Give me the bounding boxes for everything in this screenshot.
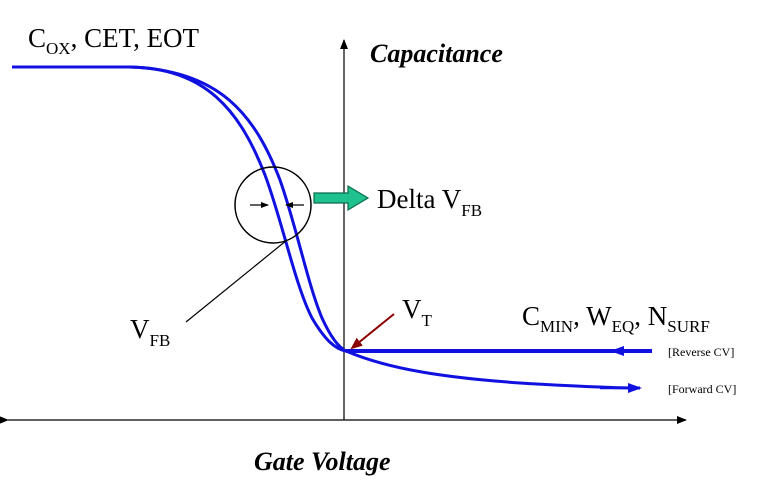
forward-cv-label: [Forward CV]	[668, 382, 736, 396]
delta-vfb-circle	[234, 166, 312, 244]
y-axis-label: Capacitance	[370, 39, 503, 68]
cv-curve-forward	[12, 65, 641, 390]
x-axis-label: Gate Voltage	[254, 447, 391, 476]
cmin-label: CMIN, WEQ, NSURF	[522, 301, 710, 336]
vfb-pointer-line	[185, 239, 288, 323]
vt-label: VT	[402, 294, 433, 330]
cox-label: COX, CET, EOT	[28, 23, 200, 58]
vt-arrow	[350, 313, 395, 350]
delta-vfb-label: Delta VFB	[377, 184, 482, 220]
vfb-label: VFB	[130, 314, 170, 350]
delta-vfb-arrow	[313, 184, 370, 212]
cv-curve-reverse	[12, 65, 347, 353]
reverse-cv-label: [Reverse CV]	[668, 345, 734, 359]
